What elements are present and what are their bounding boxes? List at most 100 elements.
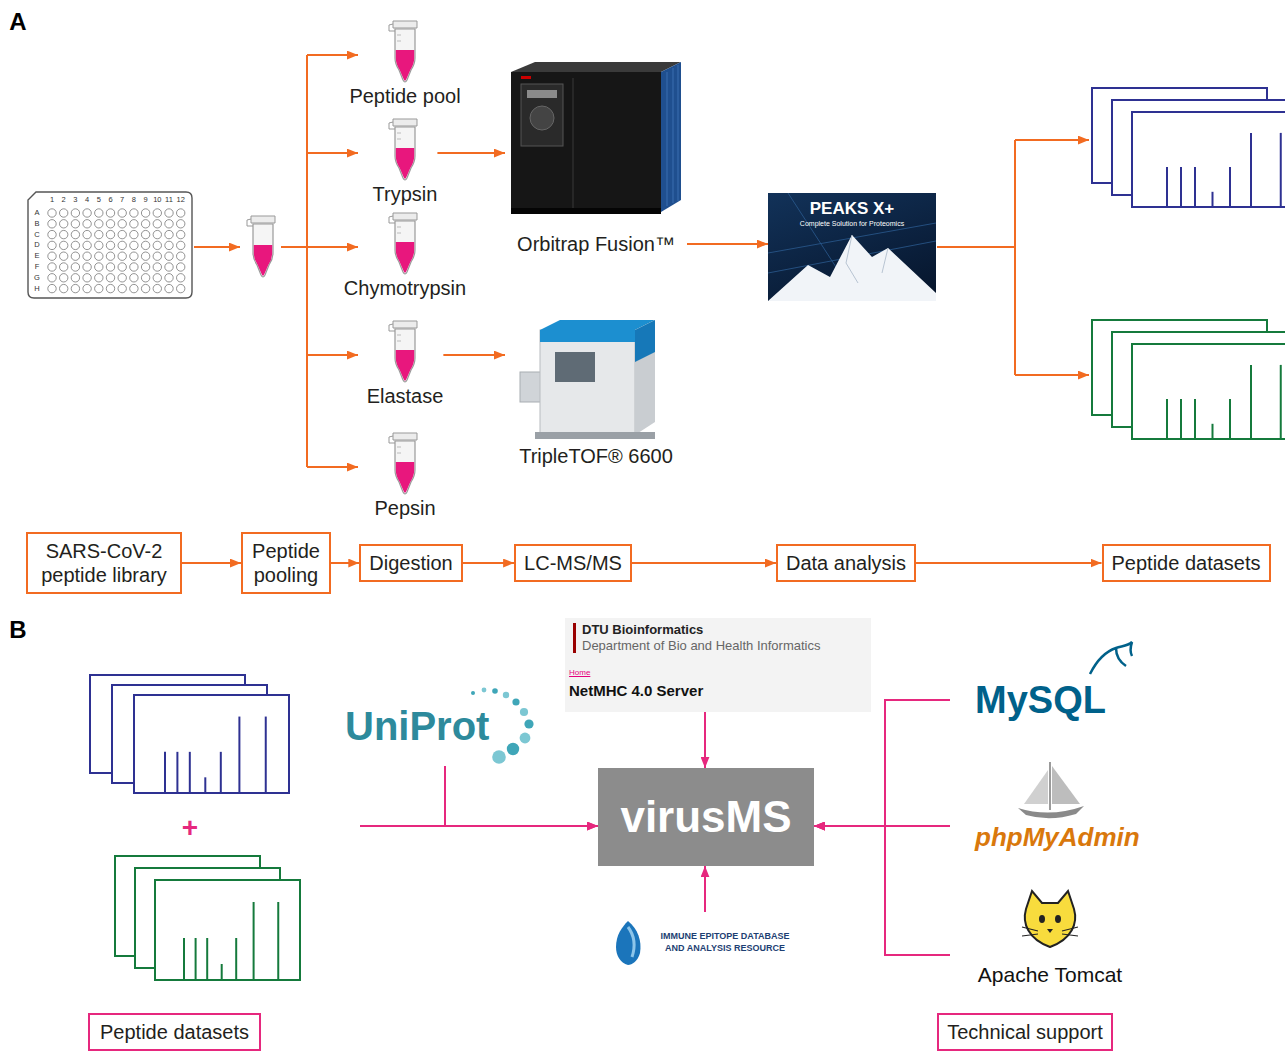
spectrum-peak (238, 717, 240, 793)
tube-hinge (247, 219, 253, 226)
spectrum-peak (164, 752, 166, 793)
cat-face (1025, 891, 1075, 947)
orbitrap-picture (505, 58, 687, 218)
instrument-accent (635, 320, 655, 362)
instrument-screen (527, 90, 557, 98)
connector-arrow (182, 562, 241, 564)
plate-well (48, 274, 56, 282)
plate-well (71, 263, 79, 271)
spectrum-peak (195, 938, 197, 980)
plate-index: F (35, 263, 40, 271)
instrument-port (530, 106, 554, 130)
tube-marks (397, 35, 401, 41)
logo-dot (507, 743, 519, 755)
tube-body (253, 224, 273, 277)
tube-body (395, 29, 415, 82)
node-label: Pepsin (374, 496, 435, 520)
hull (1018, 806, 1084, 818)
plate-well (83, 230, 91, 238)
plate-well (153, 274, 161, 282)
plate-well (95, 241, 103, 249)
node-label: IMMUNE EPITOPE DATABASE AND ANALYSIS RES… (650, 930, 800, 954)
instrument-base (511, 208, 661, 214)
plate-well (118, 241, 126, 249)
flow-line (1014, 140, 1016, 375)
spectrum-peak (1180, 399, 1182, 439)
process-box: Peptide pooling (241, 532, 331, 594)
instrument-logo (521, 76, 531, 79)
spectra-stack (115, 856, 300, 980)
instrument-body (540, 330, 635, 435)
iedb-shape (616, 921, 641, 965)
grid-lines (768, 193, 936, 301)
plate-well (95, 252, 103, 260)
plate-well (83, 274, 91, 282)
plate-well (48, 252, 56, 260)
well-plate (28, 192, 192, 298)
connector-arrow (463, 562, 514, 564)
tube-liquid (396, 242, 414, 273)
plate-index: D (34, 242, 39, 250)
central-box: virusMS (598, 768, 814, 866)
software-logo: Apache Tomcat (950, 885, 1150, 993)
dataset-group: Peptide datasets (85, 668, 360, 1053)
plate-well (130, 252, 138, 260)
connector-arrow (443, 354, 505, 356)
enzyme-tube: Elastase (367, 320, 444, 408)
flow-arrow (307, 466, 358, 468)
node-label: Complete Solution for Proteomics (800, 219, 904, 228)
plate-well (153, 209, 161, 217)
plate-well (165, 220, 173, 228)
tube-marks (397, 133, 401, 139)
plate-index: 2 (62, 196, 66, 204)
plate-well (83, 284, 91, 292)
instrument-vents (667, 65, 678, 206)
logo-dot (503, 692, 509, 698)
instrument-body (511, 72, 661, 212)
spectrum-peak (265, 717, 267, 793)
tube-icon (388, 118, 422, 182)
plate-well (95, 284, 103, 292)
plate-well (95, 274, 103, 282)
plate-well (130, 209, 138, 217)
logo-dot (520, 708, 528, 716)
panel-letter: B (9, 618, 26, 642)
plate-well (141, 209, 149, 217)
logo-dot (482, 688, 487, 693)
plate-well (71, 220, 79, 228)
plate-well (106, 241, 114, 249)
tube-liquid (396, 462, 414, 493)
flow-arrow (307, 54, 358, 56)
connector-arrow (437, 152, 505, 154)
tube-icon (388, 432, 422, 496)
connector-arrow (687, 243, 768, 245)
process-box: LC-MS/MS (514, 544, 632, 582)
flow-arrow (1015, 139, 1089, 141)
mountain (768, 235, 936, 301)
tube-liquid (396, 148, 414, 179)
node-label: Technical support (947, 1020, 1103, 1044)
cat-eye (1055, 915, 1061, 923)
plate-index: G (34, 274, 40, 282)
logo-dot (524, 719, 533, 728)
plate-well (48, 284, 56, 292)
plate-well (60, 241, 68, 249)
plate-index: E (34, 252, 39, 260)
tube-body (395, 329, 415, 382)
spectrum-peak (206, 938, 208, 980)
instrument-seam (572, 78, 574, 208)
plate-well (177, 230, 185, 238)
tube-icon (388, 320, 422, 384)
instrument: TripleTOF® 6600 (505, 312, 687, 468)
plate-index: 10 (153, 196, 161, 204)
spectrum-peak (277, 902, 279, 980)
node-label: phpMyAdmin (975, 822, 1140, 852)
plate-well (165, 252, 173, 260)
instrument-side (661, 62, 681, 212)
connector-arrow (632, 562, 776, 564)
plate-index: C (34, 231, 39, 239)
plate-well (95, 209, 103, 217)
node-label: TripleTOF® 6600 (519, 444, 673, 468)
plate-well (48, 209, 56, 217)
